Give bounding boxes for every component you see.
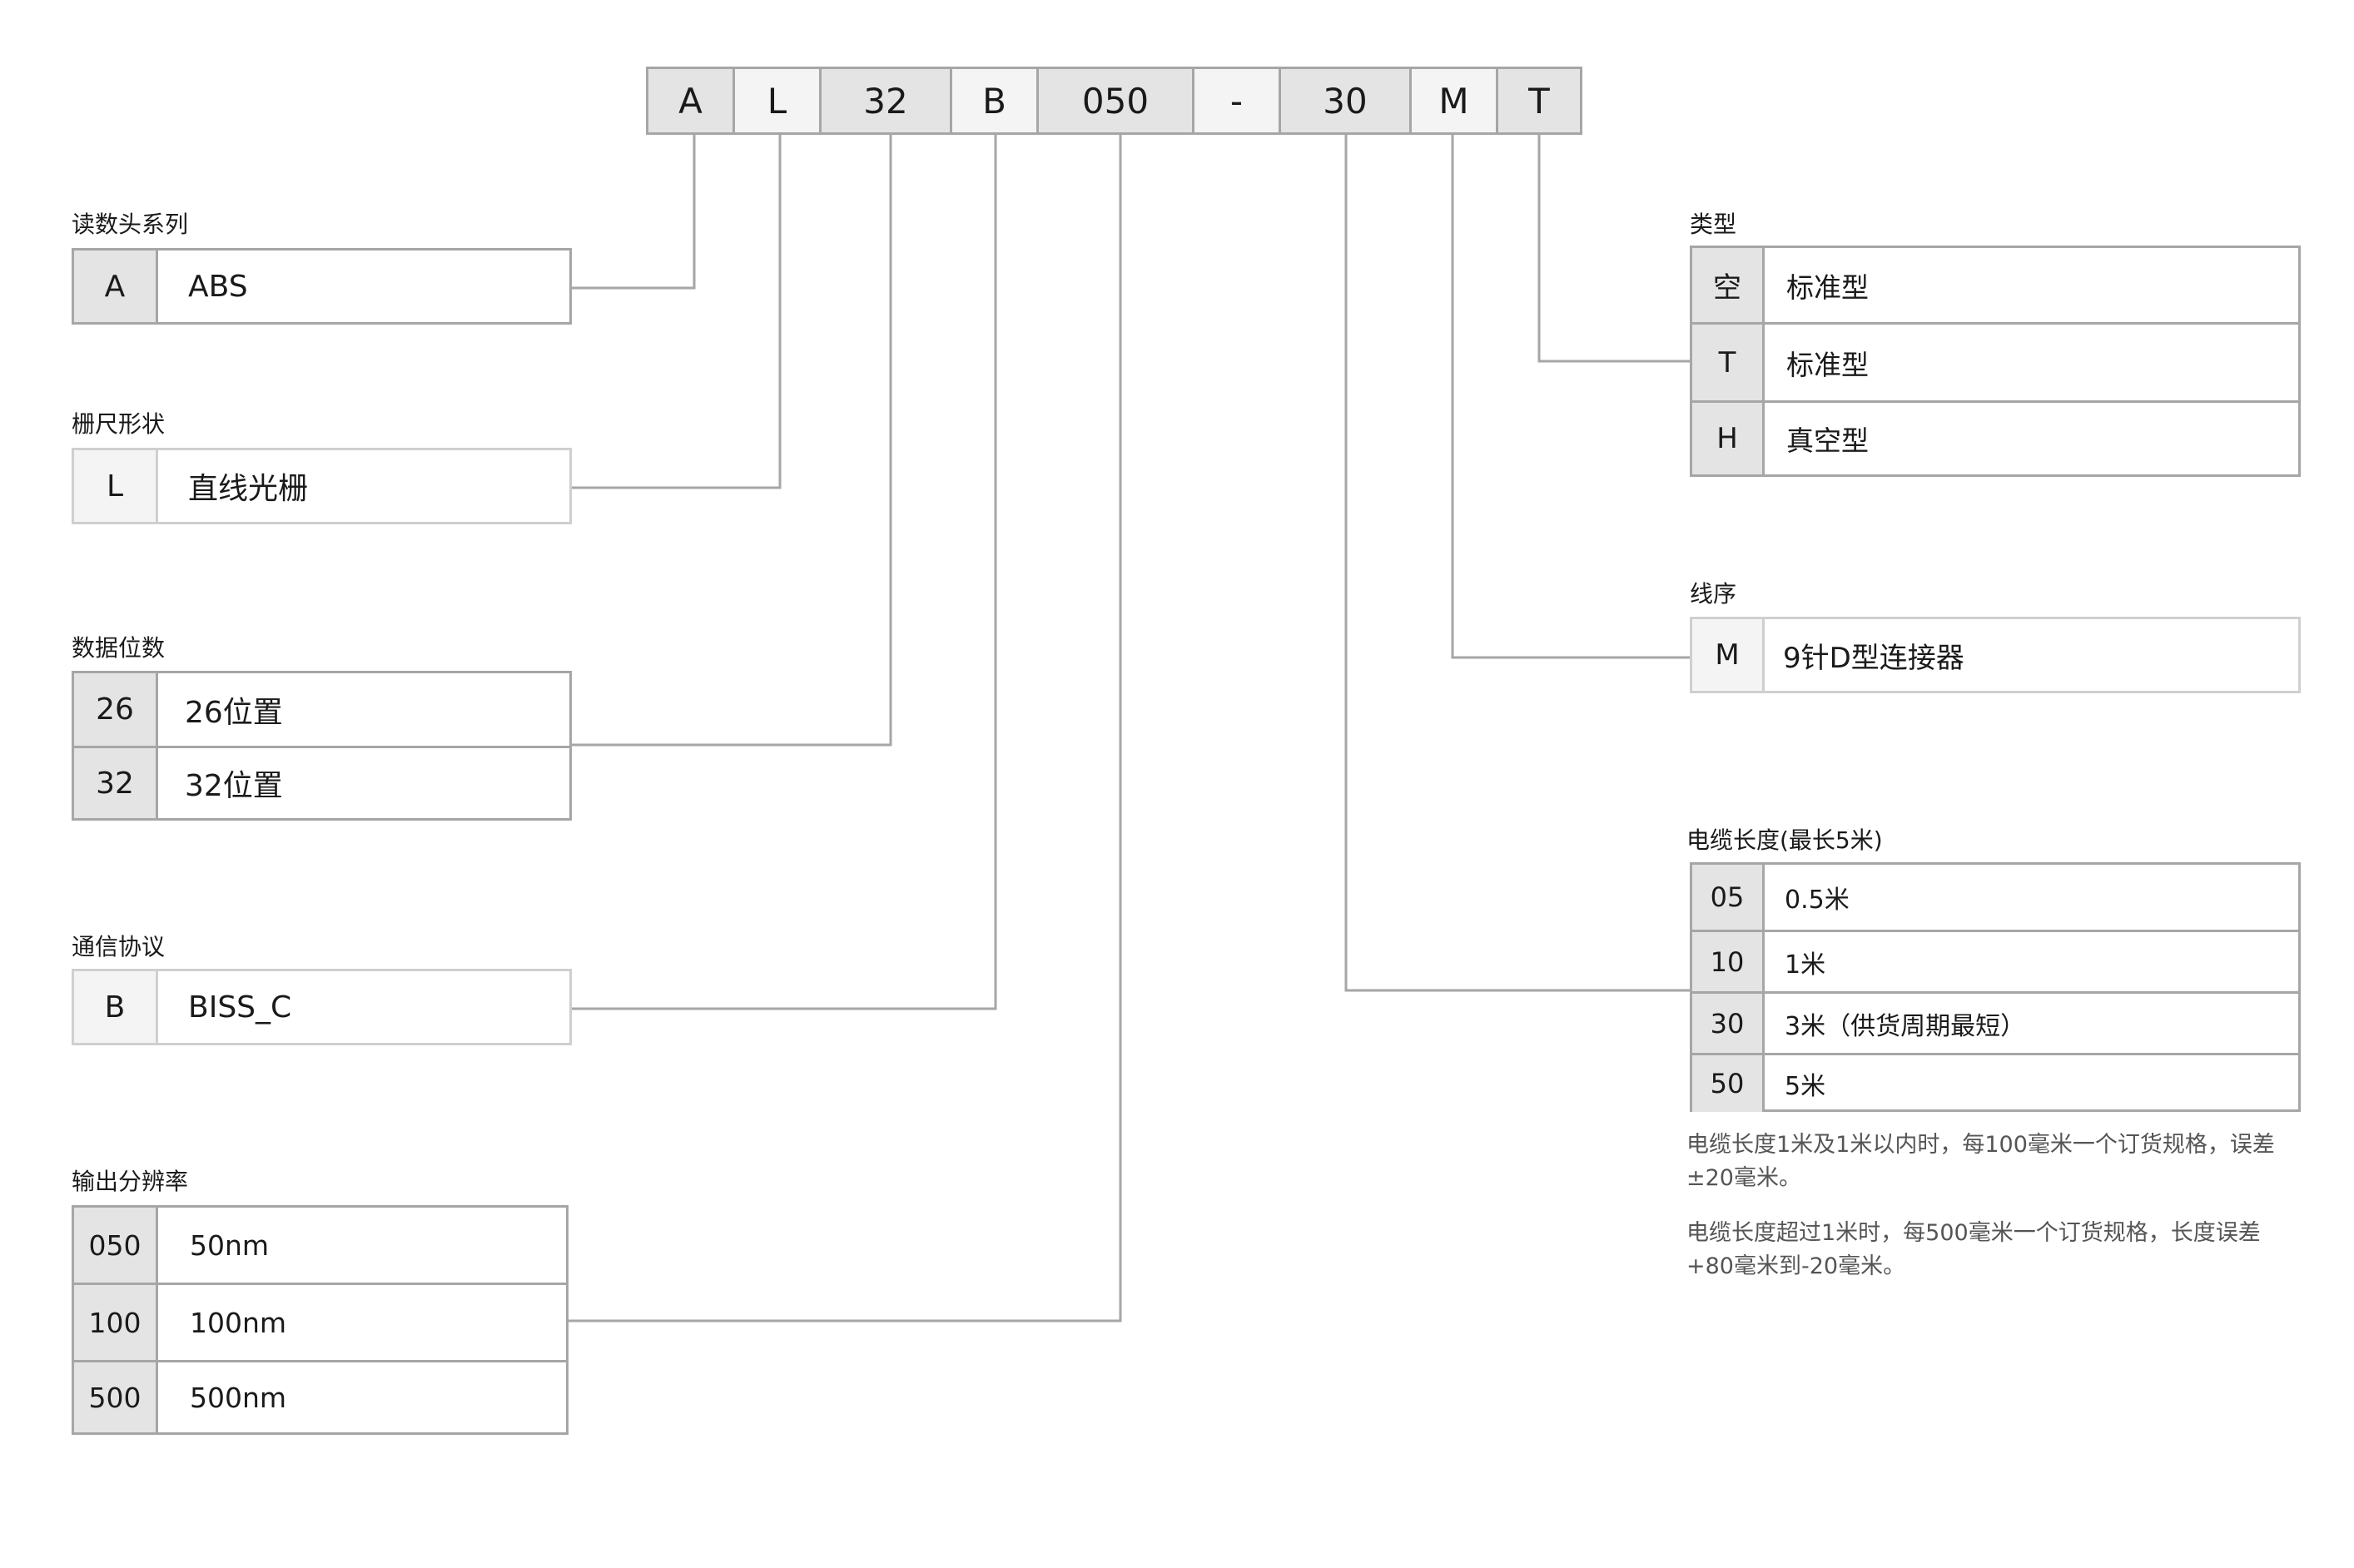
option-desc: 9针D型连接器 xyxy=(1783,641,1964,675)
type-table: 空 标准型 T 标准型 H 真空型 xyxy=(1690,246,2301,477)
table-row: A ABS xyxy=(74,251,569,322)
table-row: B BISS_C xyxy=(74,971,569,1043)
cable-note-short: 电缆长度1米及1米以内时，每100毫米一个订货规格，误差±20毫米。 xyxy=(1686,1132,2275,1191)
table-row: 30 3米（供货周期最短） xyxy=(1692,991,2298,1053)
resolution-title: 输出分辨率 xyxy=(72,1168,189,1195)
option-code: B xyxy=(74,971,158,1043)
option-code: M xyxy=(1692,619,1765,691)
connector-cable xyxy=(1344,135,1690,992)
resolution-table: 050 50nm 100 100nm 500 500nm xyxy=(72,1205,569,1435)
table-row: H 真空型 xyxy=(1692,400,2298,474)
connector-shape xyxy=(571,135,782,489)
reader-series-table: A ABS xyxy=(72,248,572,325)
option-desc: 500nm xyxy=(190,1381,287,1414)
table-row: 050 50nm xyxy=(74,1208,566,1283)
code-segment-wiring: M xyxy=(1409,67,1498,135)
connector-protocol xyxy=(571,135,997,1010)
connector-wiring xyxy=(1451,135,1690,659)
option-code: 32 xyxy=(74,748,158,818)
protocol-table: B BISS_C xyxy=(72,969,572,1045)
table-row: 26 26位置 xyxy=(74,673,569,746)
option-desc: BISS_C xyxy=(188,990,292,1025)
wiring-title: 线序 xyxy=(1690,580,1737,608)
code-segment-cable: 30 xyxy=(1279,67,1412,135)
table-row: L 直线光栅 xyxy=(74,450,569,522)
option-code: L xyxy=(74,450,158,522)
protocol-title: 通信协议 xyxy=(72,933,166,960)
cable-note-long: 电缆长度超过1米时，每500毫米一个订货规格，长度误差+80毫米到-20毫米。 xyxy=(1686,1220,2261,1279)
option-desc: 真空型 xyxy=(1786,424,1869,457)
table-row: 500 500nm xyxy=(74,1360,566,1432)
scale-shape-table: L 直线光栅 xyxy=(72,448,572,524)
option-desc: 26位置 xyxy=(185,695,283,730)
table-row: T 标准型 xyxy=(1692,322,2298,400)
option-desc: 0.5米 xyxy=(1785,886,1850,915)
table-row: 空 标准型 xyxy=(1692,248,2298,322)
option-desc: 50nm xyxy=(190,1228,270,1262)
table-row: 50 5米 xyxy=(1692,1053,2298,1112)
option-code: 500 xyxy=(74,1362,158,1432)
option-desc: 标准型 xyxy=(1786,348,1869,381)
option-desc: 5米 xyxy=(1785,1072,1826,1101)
table-row: 100 100nm xyxy=(74,1283,566,1360)
option-code: 26 xyxy=(74,673,158,746)
connector-type xyxy=(1537,135,1690,363)
scale-shape-title: 栅尺形状 xyxy=(72,410,166,438)
option-desc: 100nm xyxy=(190,1306,287,1339)
type-title: 类型 xyxy=(1690,211,1737,238)
option-desc: 32位置 xyxy=(185,769,283,803)
connector-reader xyxy=(571,135,696,290)
data-bits-table: 26 26位置 32 32位置 xyxy=(72,671,572,821)
option-desc: 1米 xyxy=(1785,950,1826,980)
option-desc: 标准型 xyxy=(1786,270,1869,304)
code-segment-protocol: B xyxy=(950,67,1039,135)
option-desc: 直线光栅 xyxy=(188,472,309,506)
option-code: 050 xyxy=(74,1208,158,1283)
connector-resolution xyxy=(568,135,1122,1322)
code-segment-bits: 32 xyxy=(819,67,952,135)
code-segment-dash: - xyxy=(1192,67,1281,135)
code-segment-shape: L xyxy=(733,67,822,135)
cable-length-title: 电缆长度(最长5米) xyxy=(1686,826,1883,854)
table-row: M 9针D型连接器 xyxy=(1692,619,2298,691)
table-row: 10 1米 xyxy=(1692,930,2298,991)
cable-length-table: 05 0.5米 10 1米 30 3米（供货周期最短） 50 5米 xyxy=(1690,862,2301,1112)
reader-series-title: 读数头系列 xyxy=(72,211,189,238)
option-code: H xyxy=(1692,403,1765,474)
wiring-table: M 9针D型连接器 xyxy=(1690,617,2301,693)
code-segment-type: T xyxy=(1496,67,1582,135)
table-row: 05 0.5米 xyxy=(1692,865,2298,930)
code-segment-reader: A xyxy=(646,67,735,135)
option-code: 05 xyxy=(1692,865,1765,930)
option-desc: 3米（供货周期最短） xyxy=(1785,1011,2026,1041)
option-code: 空 xyxy=(1692,248,1765,322)
option-code: 30 xyxy=(1692,994,1765,1053)
option-desc: ABS xyxy=(188,269,248,304)
option-code: T xyxy=(1692,325,1765,400)
data-bits-title: 数据位数 xyxy=(72,634,166,662)
option-code: A xyxy=(74,251,158,322)
table-row: 32 32位置 xyxy=(74,746,569,818)
option-code: 100 xyxy=(74,1285,158,1360)
connector-bits xyxy=(571,135,892,747)
option-code: 10 xyxy=(1692,932,1765,991)
code-segment-resolution: 050 xyxy=(1036,67,1194,135)
option-code: 50 xyxy=(1692,1055,1765,1112)
